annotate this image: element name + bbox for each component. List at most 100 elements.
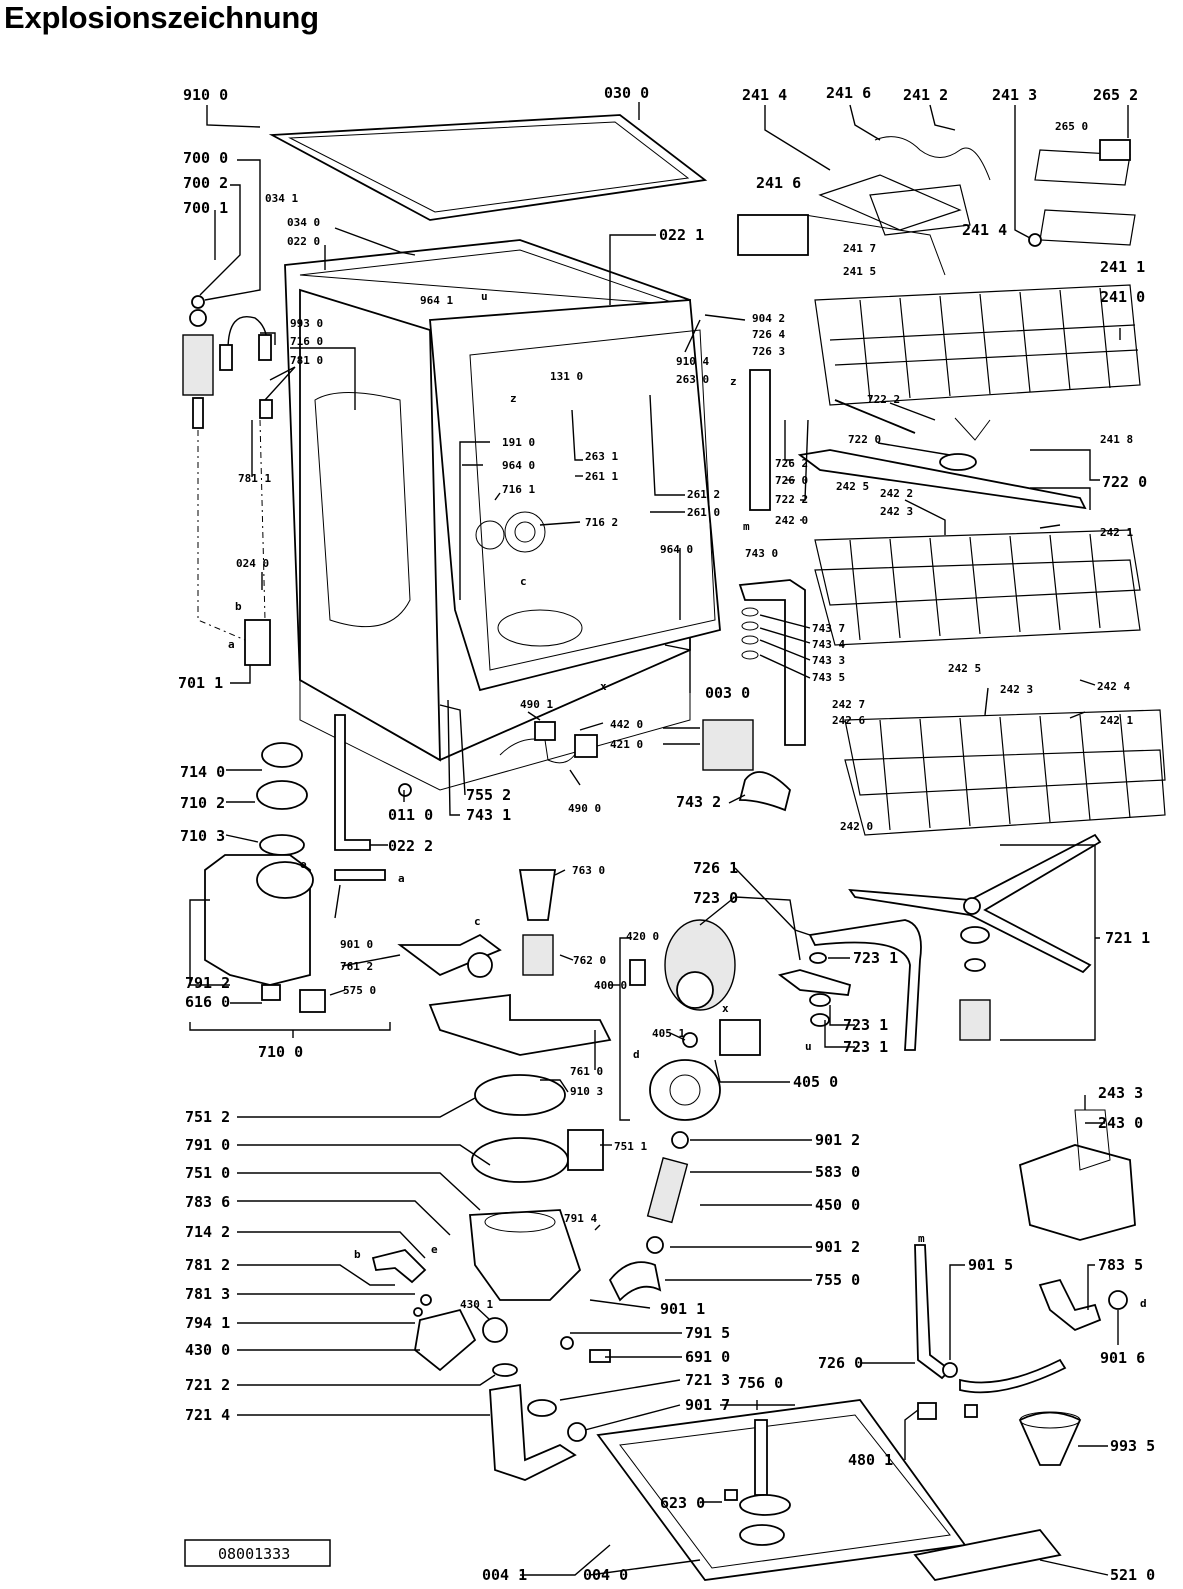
part-label: 583 0 — [815, 1163, 860, 1181]
part-label: 242 6 — [832, 714, 865, 727]
part-label: 761 0 — [570, 1065, 603, 1078]
part-label: 241 4 — [742, 86, 787, 104]
part-label: 743 7 — [812, 622, 845, 635]
part-label: 743 0 — [745, 547, 778, 560]
part-label: 722 2 — [775, 493, 808, 506]
part-label: 751 1 — [614, 1140, 647, 1153]
part-label: 263 0 — [676, 373, 709, 386]
part-label: 726 0 — [775, 474, 808, 487]
part-label: 442 0 — [610, 718, 643, 731]
part-label: 755 0 — [815, 1271, 860, 1289]
part-label: 751 2 — [185, 1108, 230, 1126]
drawing-lineart — [182, 114, 1166, 1581]
part-label: 791 2 — [185, 974, 230, 992]
part-label: 400 0 — [594, 979, 627, 992]
reference-markers: u z z m c b a x e a c x d u b e m d — [228, 290, 1147, 1310]
part-label: 723 0 — [693, 889, 738, 907]
part-label: 721 2 — [185, 1376, 230, 1394]
part-label: 721 3 — [685, 1371, 730, 1389]
part-label: 723 1 — [843, 1016, 888, 1034]
part-label: 241 2 — [903, 86, 948, 104]
part-label: 191 0 — [502, 436, 535, 449]
part-label: 901 0 — [340, 938, 373, 951]
part-label: 783 5 — [1098, 1256, 1143, 1274]
marker-x: x — [722, 1002, 729, 1015]
marker-u: u — [481, 290, 488, 303]
part-label: 714 2 — [185, 1223, 230, 1241]
part-label: 781 2 — [185, 1256, 230, 1274]
part-label: 242 5 — [948, 662, 981, 675]
part-label: 241 8 — [1100, 433, 1133, 446]
part-label: 623 0 — [660, 1494, 705, 1512]
marker-z: z — [730, 375, 737, 388]
part-label: 751 0 — [185, 1164, 230, 1182]
part-label: 490 1 — [520, 698, 553, 711]
part-label: 763 0 — [572, 864, 605, 877]
part-label: 034 1 — [265, 192, 298, 205]
part-label: 993 5 — [1110, 1437, 1155, 1455]
part-label: 034 0 — [287, 216, 320, 229]
part-label: 421 0 — [610, 738, 643, 751]
part-label: 243 0 — [1098, 1114, 1143, 1132]
part-label: 761 2 — [340, 960, 373, 973]
part-label: 726 2 — [775, 457, 808, 470]
part-label: 241 5 — [843, 265, 876, 278]
part-label: 781 0 — [290, 354, 323, 367]
part-label: 242 5 — [836, 480, 869, 493]
part-label: 241 1 — [1100, 258, 1145, 276]
part-label: 241 0 — [1100, 288, 1145, 306]
part-label: 265 2 — [1093, 86, 1138, 104]
marker-b: b — [235, 600, 242, 613]
part-label: 723 1 — [843, 1038, 888, 1056]
part-label: 405 1 — [652, 1027, 685, 1040]
part-label: 242 1 — [1100, 526, 1133, 539]
part-label: 743 3 — [812, 654, 845, 667]
part-label: 430 0 — [185, 1341, 230, 1359]
part-label: 022 2 — [388, 837, 433, 855]
part-label: 910 0 — [183, 86, 228, 104]
part-label: 242 2 — [880, 487, 913, 500]
part-label: 242 0 — [775, 514, 808, 527]
part-label: 722 0 — [1102, 473, 1147, 491]
part-label: 726 1 — [693, 859, 738, 877]
part-label: 004 1 — [482, 1566, 527, 1584]
marker-x: x — [600, 680, 607, 693]
marker-a: a — [398, 872, 405, 885]
part-label: 721 1 — [1105, 929, 1150, 947]
part-label: 783 6 — [185, 1193, 230, 1211]
part-label: 242 4 — [1097, 680, 1130, 693]
part-label: 241 3 — [992, 86, 1037, 104]
part-label: 003 0 — [705, 684, 750, 702]
part-label: 030 0 — [604, 84, 649, 102]
part-label: 716 2 — [585, 516, 618, 529]
part-label: 743 5 — [812, 671, 845, 684]
marker-c: c — [474, 915, 481, 928]
part-label: 450 0 — [815, 1196, 860, 1214]
marker-z: z — [510, 392, 517, 405]
part-label: 794 1 — [185, 1314, 230, 1332]
marker-d: d — [1140, 1297, 1147, 1310]
part-label: 791 4 — [564, 1212, 597, 1225]
part-label: 743 1 — [466, 806, 511, 824]
marker-e: e — [300, 858, 307, 871]
part-label: 721 4 — [185, 1406, 230, 1424]
part-label: 743 2 — [676, 793, 721, 811]
part-labels: 910 0 030 0 241 4 241 6 241 2 241 3 265 … — [178, 84, 1155, 1584]
part-label: 261 2 — [687, 488, 720, 501]
part-label: 242 1 — [1100, 714, 1133, 727]
part-label: 261 1 — [585, 470, 618, 483]
part-label: 241 6 — [756, 174, 801, 192]
marker-m: m — [743, 520, 750, 533]
part-label: 420 0 — [626, 930, 659, 943]
part-label: 726 0 — [818, 1354, 863, 1372]
part-label: 710 2 — [180, 794, 225, 812]
part-label: 756 0 — [738, 1374, 783, 1392]
part-label: 242 7 — [832, 698, 865, 711]
part-label: 241 7 — [843, 242, 876, 255]
part-label: 241 6 — [826, 84, 871, 102]
part-label: 701 1 — [178, 674, 223, 692]
part-label: 521 0 — [1110, 1566, 1155, 1584]
part-label: 024 0 — [236, 557, 269, 570]
part-label: 700 1 — [183, 199, 228, 217]
part-label: 261 0 — [687, 506, 720, 519]
